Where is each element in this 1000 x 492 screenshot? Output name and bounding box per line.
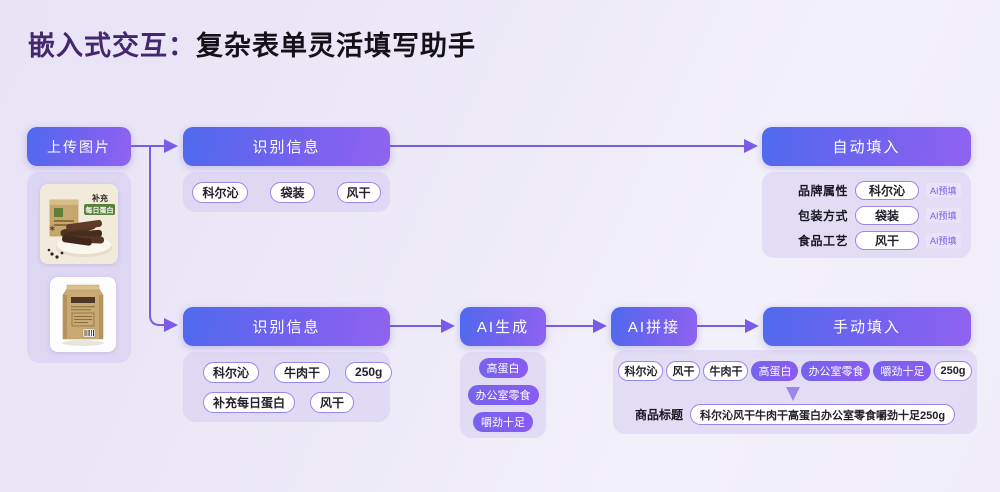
tag-pill: 牛肉干: [703, 361, 749, 381]
generated-tags-panel: 高蛋白 办公室零食 嚼劲十足: [460, 352, 546, 438]
tag-pill: 补充每日蛋白: [203, 391, 296, 413]
field-value-pill[interactable]: 风干: [855, 230, 920, 250]
form-row-craft: 食品工艺 风干 AI预填: [798, 230, 971, 250]
auto-fill-form-panel: 品牌属性 科尔沁 AI预填 包装方式 袋装 AI预填 食品工艺 风干 AI预填: [762, 172, 971, 258]
tag-pill: 科尔沁: [192, 181, 249, 203]
photo-caption-badge: 每日蛋白: [86, 206, 114, 215]
tag-pill: 牛肉干: [274, 361, 331, 383]
tag-pill: 风干: [310, 391, 355, 413]
ai-splice-button[interactable]: AI拼接: [611, 307, 697, 346]
field-value-pill[interactable]: 袋装: [855, 205, 920, 225]
manual-fill-button[interactable]: 手动填入: [763, 307, 971, 346]
ai-prefill-badge: AI预填: [926, 182, 961, 198]
star-anise: ✶: [48, 224, 56, 235]
page-title-highlight: 嵌入式交互：: [28, 31, 196, 61]
tag-row: 科尔沁 牛肉干 250g: [203, 361, 393, 383]
field-value-pill[interactable]: 科尔沁: [855, 180, 920, 200]
tag-pill: 袋装: [270, 181, 315, 203]
generated-tag-pill: 嚼劲十足: [473, 412, 533, 432]
tag-pill: 250g: [345, 361, 393, 383]
ai-prefill-badge: AI预填: [926, 207, 961, 223]
tag-pill: 科尔沁: [203, 361, 260, 383]
generated-tag-pill: 办公室零食: [801, 361, 871, 381]
recognized-tags-panel-bottom: 科尔沁 牛肉干 250g 补充每日蛋白 风干: [183, 352, 393, 422]
generated-tag-pill: 高蛋白: [478, 358, 528, 378]
field-label: 品牌属性: [798, 183, 849, 198]
ai-prefill-badge: AI预填: [926, 232, 961, 248]
page-title: 嵌入式交互：复杂表单灵活填写助手: [28, 24, 476, 63]
spliced-tags-row: 科尔沁 风干 牛肉干 高蛋白 办公室零食 嚼劲十足 250g: [613, 361, 977, 381]
product-photo-jerky: ✶ 补充 每日蛋白: [40, 184, 118, 264]
connector-upload-to-recognize-bottom: [149, 146, 178, 332]
product-photo-package-back: [50, 277, 116, 352]
tag-pill: 250g: [934, 361, 972, 381]
tag-pill: 风干: [336, 181, 381, 203]
recognize-info-button-top[interactable]: 识别信息: [183, 127, 390, 166]
tag-pill: 风干: [666, 361, 701, 381]
upload-image-button[interactable]: 上传图片: [27, 127, 131, 166]
tag-row: 补充每日蛋白 风干: [203, 391, 390, 413]
photo-caption-top: 补充: [91, 193, 108, 203]
barcode: [82, 328, 96, 338]
generated-tag-pill: 办公室零食: [467, 385, 539, 405]
generated-tag-pill: 高蛋白: [751, 361, 799, 381]
recognize-info-button-bottom[interactable]: 识别信息: [183, 307, 390, 346]
form-row-package: 包装方式 袋装 AI预填: [798, 205, 971, 225]
recognized-tags-panel-top: 科尔沁 袋装 风干: [183, 172, 390, 212]
product-title-row: 商品标题 科尔沁风干牛肉干高蛋白办公室零食嚼劲十足250g: [613, 404, 977, 425]
field-label: 食品工艺: [798, 233, 849, 248]
generated-tag-pill: 嚼劲十足: [873, 361, 932, 381]
ai-generate-button[interactable]: AI生成: [460, 307, 546, 346]
splice-result-panel: 科尔沁 风干 牛肉干 高蛋白 办公室零食 嚼劲十足 250g 商品标题 科尔沁风…: [613, 350, 977, 434]
auto-fill-button[interactable]: 自动填入: [762, 127, 971, 166]
tag-pill: 科尔沁: [618, 361, 664, 381]
product-title-value-pill[interactable]: 科尔沁风干牛肉干高蛋白办公室零食嚼劲十足250g: [689, 404, 956, 425]
field-label: 包装方式: [798, 208, 849, 223]
form-row-brand: 品牌属性 科尔沁 AI预填: [798, 180, 971, 200]
page-title-rest: 复杂表单灵活填写助手: [196, 31, 476, 61]
product-title-label: 商品标题: [634, 408, 683, 422]
jerky-sticks: [60, 219, 104, 246]
